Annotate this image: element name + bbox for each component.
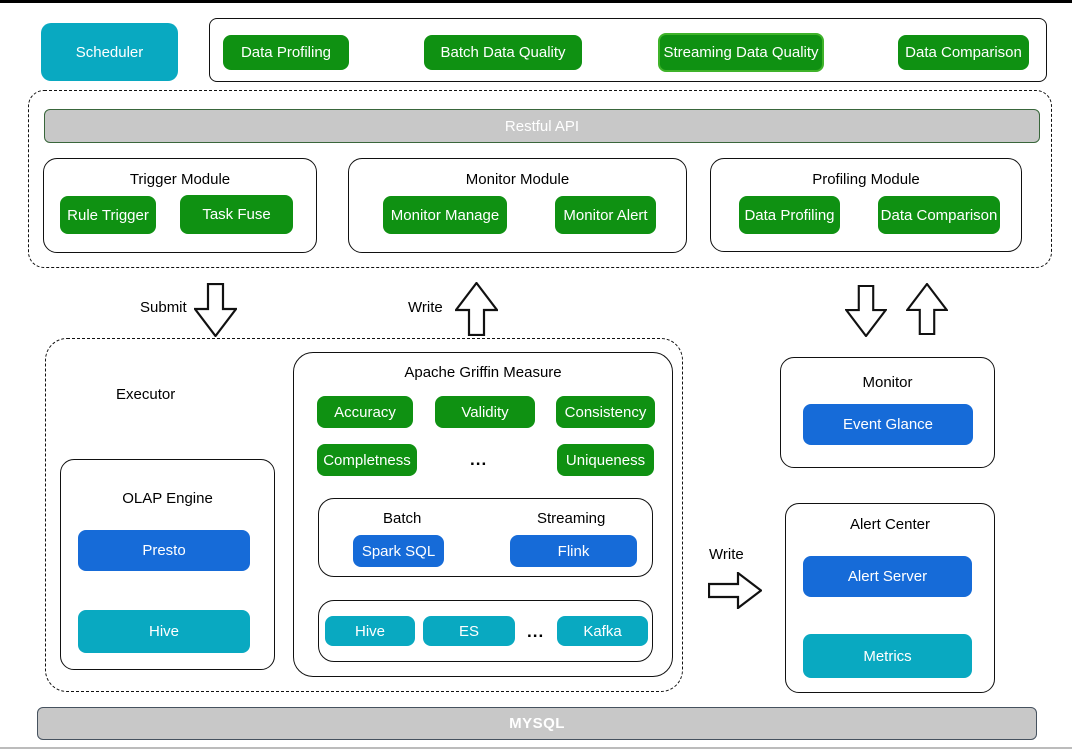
write-right-arrow-icon [708,572,762,609]
bottom-edge-line [0,747,1072,749]
monitor-title: Monitor [862,374,913,391]
executor-title: Executor [116,386,176,403]
dimensions-ellipsis: ... [470,450,488,469]
top-button-data-comparison[interactable]: Data Comparison [898,35,1029,70]
top-button-streaming-data-quality[interactable]: Streaming Data Quality [658,33,824,72]
profiling-module-title: Profiling Module [812,171,920,188]
accuracy-button[interactable]: Accuracy [317,396,413,428]
task-fuse-button[interactable]: Task Fuse [180,195,293,234]
top-button-batch-data-quality[interactable]: Batch Data Quality [424,35,582,70]
monitor-alert-button[interactable]: Monitor Alert [555,196,656,234]
olap-engine-title: OLAP Engine [122,490,213,507]
hive-olap-button[interactable]: Hive [78,610,250,653]
restful-api-bar: Restful API [44,109,1040,143]
submit-label: Submit [140,299,187,316]
monitor-module-title: Monitor Module [465,171,570,188]
module-data-profiling-button[interactable]: Data Profiling [739,196,840,234]
monitor-down-arrow-icon [845,285,887,337]
griffin-measure-title: Apache Griffin Measure [404,364,562,381]
consistency-button[interactable]: Consistency [556,396,655,428]
scheduler-button[interactable]: Scheduler [41,23,178,81]
submit-down-arrow-icon [194,283,237,337]
mysql-bar: MYSQL [37,707,1037,740]
rule-trigger-button[interactable]: Rule Trigger [60,196,156,234]
top-edge-line [0,0,1072,3]
presto-button[interactable]: Presto [78,530,250,571]
flink-button[interactable]: Flink [510,535,637,567]
hive-source-button[interactable]: Hive [325,616,415,646]
es-source-button[interactable]: ES [423,616,515,646]
validity-button[interactable]: Validity [435,396,535,428]
spark-sql-button[interactable]: Spark SQL [353,535,444,567]
module-data-comparison-button[interactable]: Data Comparison [878,196,1000,234]
trigger-module-title: Trigger Module [129,171,231,188]
alert-server-button[interactable]: Alert Server [803,556,972,597]
streaming-label: Streaming [537,510,606,527]
service-layer-container [28,90,1052,268]
write-up-label: Write [408,299,443,316]
monitor-up-arrow-icon [906,283,948,335]
top-button-data-profiling[interactable]: Data Profiling [223,35,349,70]
alert-center-title: Alert Center [849,516,931,533]
event-glance-button[interactable]: Event Glance [803,404,973,445]
uniqueness-button[interactable]: Uniqueness [557,444,654,476]
kafka-source-button[interactable]: Kafka [557,616,648,646]
write-up-arrow-icon [455,282,498,336]
metrics-button[interactable]: Metrics [803,634,972,678]
executor-container [45,338,683,692]
batch-label: Batch [383,510,422,527]
completness-button[interactable]: Completness [317,444,417,476]
sources-ellipsis: ... [527,622,545,641]
monitor-manage-button[interactable]: Monitor Manage [383,196,507,234]
write-right-label: Write [709,546,744,563]
